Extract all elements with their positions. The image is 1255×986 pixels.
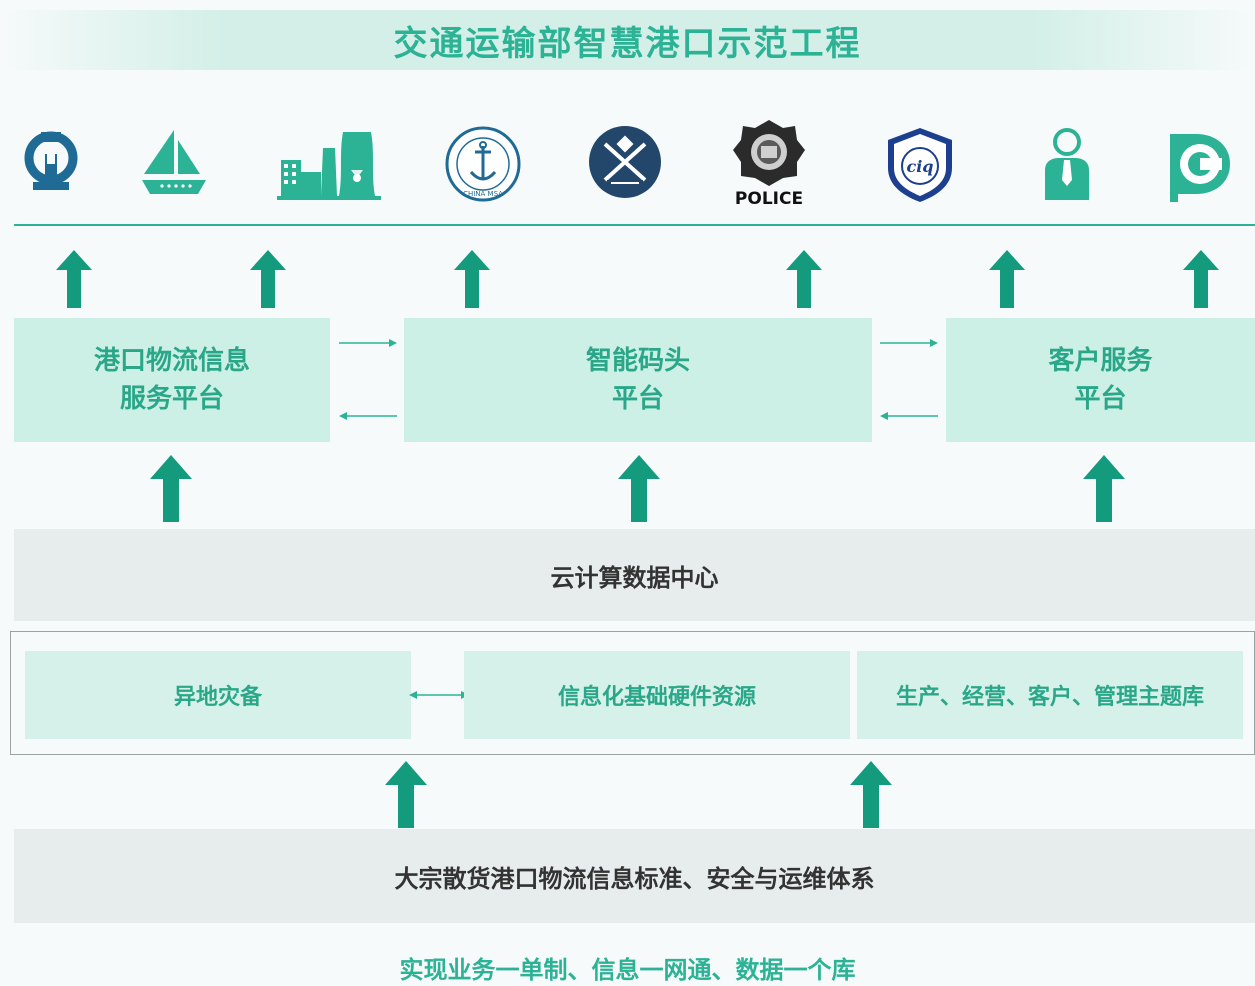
standards-label: 大宗散货港口物流信息标准、安全与运维体系 <box>394 864 875 893</box>
up-arrow <box>618 455 660 522</box>
industry-icon <box>270 124 386 204</box>
theme-database-box: 生产、经营、客户、管理主题库 <box>857 651 1243 739</box>
up-arrow <box>989 250 1025 308</box>
up-arrow <box>1183 250 1219 308</box>
disaster-recovery-box: 异地灾备 <box>25 651 411 739</box>
left-connector-arrow <box>339 412 397 420</box>
customer-service-platform-box: 客户服务 平台 <box>946 318 1255 442</box>
logistics-platform-line1: 港口物流信息 <box>93 346 250 376</box>
up-arrow <box>454 250 490 308</box>
china-msa-caption: CHINA MSA <box>463 190 503 198</box>
china-msa-icon: CHINA MSA <box>443 124 523 204</box>
police-caption: POLICE <box>735 189 803 208</box>
hardware-resources-label: 信息化基础硬件资源 <box>557 685 756 710</box>
smart-terminal-line2: 平台 <box>611 384 664 414</box>
bidirectional-arrow <box>409 691 469 699</box>
up-arrow <box>786 250 822 308</box>
ciq-caption: ciq <box>906 157 933 176</box>
right-connector-arrow <box>880 339 938 347</box>
cloud-data-center-bar: 云计算数据中心 <box>14 529 1255 621</box>
smart-terminal-platform-box: 智能码头 平台 <box>404 318 872 442</box>
port-logo-icon <box>1160 124 1240 204</box>
up-arrow <box>56 250 92 308</box>
logistics-platform-box: 港口物流信息 服务平台 <box>14 318 330 442</box>
smart-terminal-line1: 智能码头 <box>585 346 690 376</box>
police-badge-icon: POLICE <box>727 116 811 208</box>
railway-icon <box>11 124 91 204</box>
up-arrow <box>150 455 192 522</box>
logistics-platform-line2: 服务平台 <box>119 384 224 414</box>
cloud-data-center-label: 云计算数据中心 <box>550 563 719 592</box>
standards-bar: 大宗散货港口物流信息标准、安全与运维体系 <box>14 829 1255 923</box>
customer-service-line1: 客户服务 <box>1048 346 1153 376</box>
person-icon <box>1027 124 1107 204</box>
customer-service-line2: 平台 <box>1074 384 1127 414</box>
footer-slogan: 实现业务一单制、信息一网通、数据一个库 <box>399 956 856 984</box>
hardware-resources-box: 信息化基础硬件资源 <box>464 651 850 739</box>
title-banner: 交通运输部智慧港口示范工程 <box>0 10 1255 70</box>
up-arrow <box>1083 455 1125 522</box>
icon-divider <box>14 224 1255 226</box>
up-arrow <box>850 761 892 828</box>
left-connector-arrow <box>880 412 938 420</box>
theme-database-label: 生产、经营、客户、管理主题库 <box>895 685 1204 710</box>
right-connector-arrow <box>339 339 397 347</box>
disaster-recovery-label: 异地灾备 <box>173 685 262 710</box>
ciq-icon: ciq <box>880 124 960 204</box>
up-arrow <box>250 250 286 308</box>
sailboat-icon <box>134 124 214 204</box>
page-title: 交通运输部智慧港口示范工程 <box>393 23 862 64</box>
china-customs-icon <box>585 124 665 204</box>
up-arrow <box>385 761 427 828</box>
